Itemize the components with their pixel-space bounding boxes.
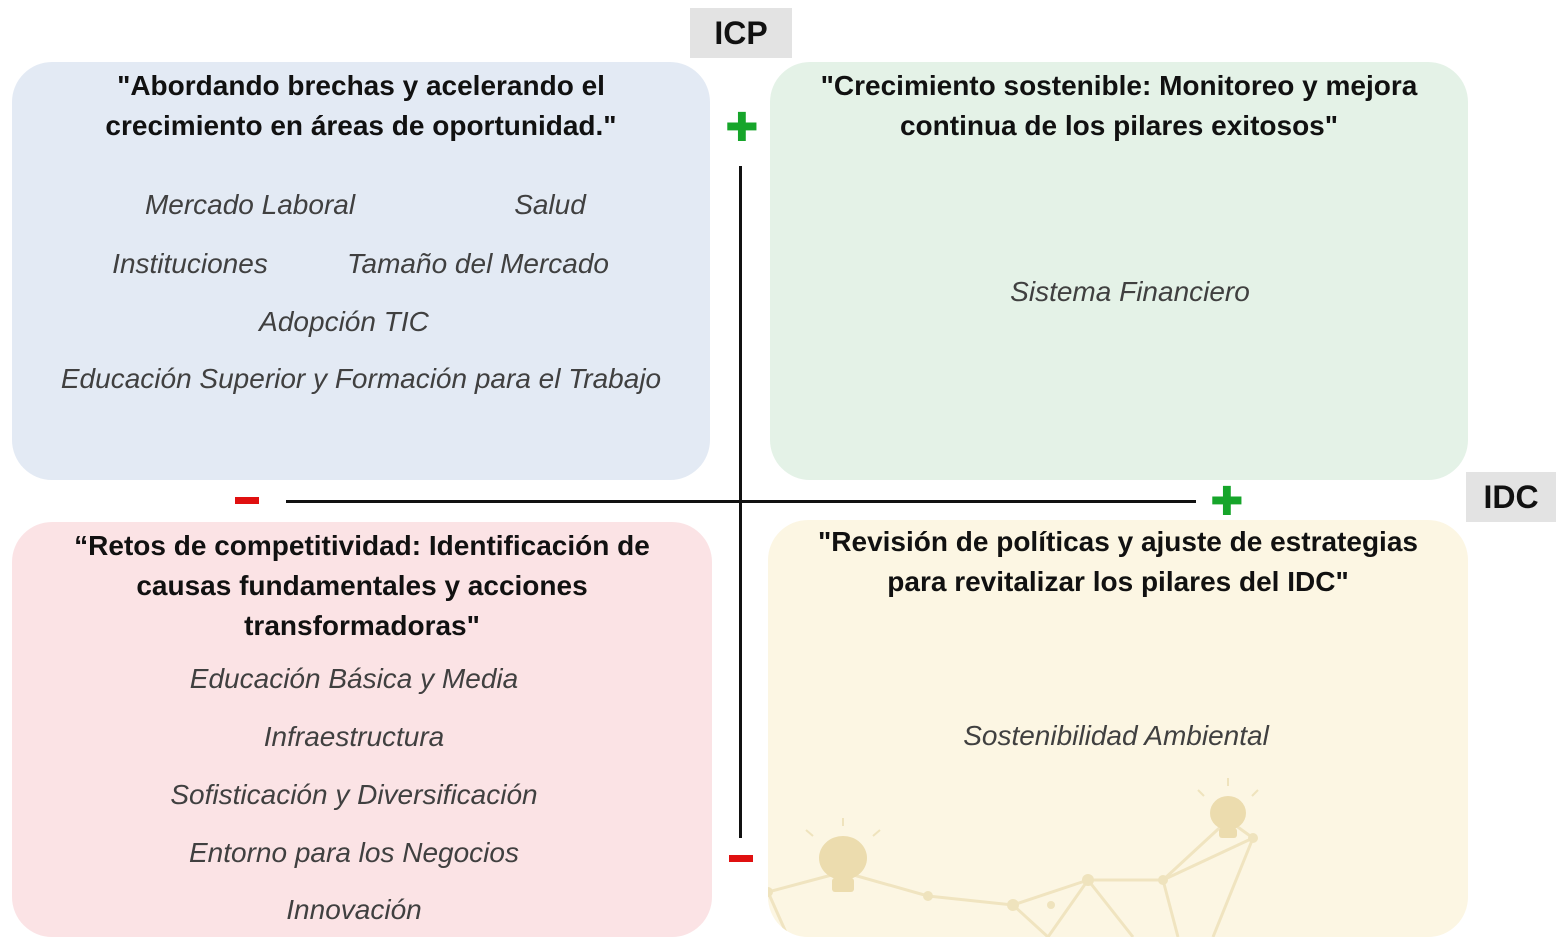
pillar-item: Sostenibilidad Ambiental [963, 720, 1269, 751]
pillar-item: Educación Básica y Media [189, 663, 519, 694]
pillar-item: Entorno para los Negocios [189, 837, 519, 868]
quadrant-top-right: "Crecimiento sostenible: Monitoreo y mej… [770, 62, 1468, 480]
network-lightbulb-watermark [768, 778, 1259, 937]
idc-minus-icon [235, 497, 259, 504]
quadrant-title: "Abordando brechas y acelerando el creci… [105, 70, 617, 141]
pillar-item: Tamaño del Mercado [346, 248, 610, 279]
quadrant-title: "Crecimiento sostenible: Monitoreo y mej… [820, 70, 1418, 141]
quadrant-bottom-left: “Retos de competitividad: Identificación… [12, 522, 712, 937]
pillar-item: Sofisticación y Diversificación [170, 779, 538, 810]
pillar-item: Mercado Laboral [144, 189, 356, 220]
pillar-item: Sistema Financiero [1010, 276, 1250, 307]
pillar-item: Salud [514, 189, 586, 220]
quadrant-title: “Retos de competitividad: Identificación… [74, 530, 650, 641]
horizontal-axis-line [286, 500, 1196, 503]
quadrant-bottom-right: "Revisión de políticas y ajuste de estra… [768, 520, 1468, 937]
icp-plus-icon: ✚ [725, 106, 759, 150]
quadrant-title: "Revisión de políticas y ajuste de estra… [818, 526, 1418, 597]
pillar-item: Adopción TIC [259, 306, 429, 337]
idc-plus-icon: ✚ [1210, 480, 1244, 524]
pillar-item: Instituciones [112, 248, 268, 279]
icp-axis-label: ICP [690, 8, 792, 58]
icp-minus-icon [729, 855, 753, 862]
pillar-item: Innovación [286, 894, 422, 925]
idc-axis-label: IDC [1466, 472, 1556, 522]
quadrant-top-left: "Abordando brechas y acelerando el creci… [12, 62, 710, 480]
pillar-item: Infraestructura [263, 721, 445, 752]
pillar-item: Educación Superior y Formación para el T… [60, 363, 662, 394]
